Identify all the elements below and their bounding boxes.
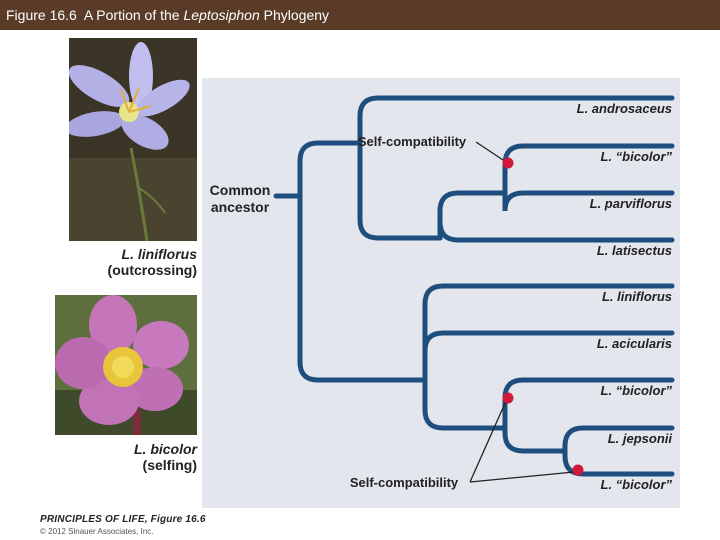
title-genus: Leptosiphon: [183, 7, 260, 23]
branch-tip-8: [562, 425, 675, 454]
branch-tip-5: [422, 283, 675, 383]
credit-block: PRINCIPLES OF LIFE, Figure 16.6 © 2012 S…: [40, 514, 206, 538]
branch-tip-9: [562, 448, 675, 477]
bicolor-caption-name: L. bicolor: [134, 441, 197, 457]
pointer-line-bottom-right: [469, 471, 575, 483]
taxon-label-6: L. acicularis: [597, 336, 672, 351]
taxon-label-3: L. parviflorus: [590, 196, 672, 211]
bicolor-flower-photo: [55, 295, 197, 435]
taxon-label-9: L. “bicolor”: [601, 477, 673, 492]
branch-tip-6: [422, 330, 675, 383]
self-compatibility-marker-2: [502, 392, 514, 404]
self-compatibility-marker-3: [572, 464, 584, 476]
branch-tip-4: [437, 221, 675, 243]
figure-title-bar: Figure 16.6 A Portion of the Leptosiphon…: [0, 0, 720, 30]
title-text-pre: A Portion of the: [83, 7, 180, 23]
taxon-label-1: L. androsaceus: [577, 101, 672, 116]
branch-node-3: [437, 190, 508, 241]
liniflorus-flower-illustration: [69, 38, 197, 241]
self-compatibility-label-bottom: Self-compatibility: [350, 475, 459, 490]
branch-tip-1: [357, 95, 675, 146]
branch-node-5: [422, 377, 508, 431]
self-compatibility-marker-1: [502, 157, 514, 169]
pointer-line-bottom-left: [469, 400, 507, 483]
branch-tip-3: [502, 190, 675, 212]
taxon-label-5: L. liniflorus: [602, 289, 672, 304]
taxon-label-7: L. “bicolor”: [601, 383, 673, 398]
tree-background-panel: [202, 78, 680, 508]
liniflorus-caption: L. liniflorus (outcrossing): [108, 246, 197, 278]
self-compatibility-markers: [502, 157, 584, 476]
taxon-labels: L. androsaceus L. “bicolor” L. parviflorus…: [577, 101, 673, 492]
root-label-line1: Common: [210, 182, 271, 198]
credit-line-1: PRINCIPLES OF LIFE, Figure 16.6: [40, 514, 206, 525]
pointer-line-top: [475, 141, 504, 161]
pointer-lines: [469, 141, 575, 483]
liniflorus-caption-name: L. liniflorus: [121, 246, 197, 262]
liniflorus-flower-photo: [69, 38, 197, 241]
taxon-label-8: L. jepsonii: [608, 431, 673, 446]
taxon-label-4: L. latisectus: [597, 243, 672, 258]
bicolor-caption: L. bicolor (selfing): [134, 441, 197, 473]
taxon-label-2: L. “bicolor”: [601, 149, 673, 164]
figure-label: Figure 16.6: [6, 7, 77, 23]
bicolor-flower-illustration: [55, 295, 197, 435]
branch-node-4: [297, 193, 428, 383]
self-compatibility-label-top: Self-compatibility: [358, 134, 467, 149]
tree-branches: [273, 95, 675, 477]
branch-node-2: [357, 140, 443, 241]
branch-node-6: [502, 425, 568, 454]
bicolor-caption-mode: (selfing): [142, 457, 197, 473]
root-label-line2: ancestor: [211, 199, 270, 215]
title-text-post: Phylogeny: [263, 7, 330, 23]
liniflorus-caption-mode: (outcrossing): [107, 262, 197, 278]
branch-node-1: [297, 140, 363, 199]
credit-line-2: © 2012 Sinauer Associates, Inc.: [40, 527, 154, 536]
